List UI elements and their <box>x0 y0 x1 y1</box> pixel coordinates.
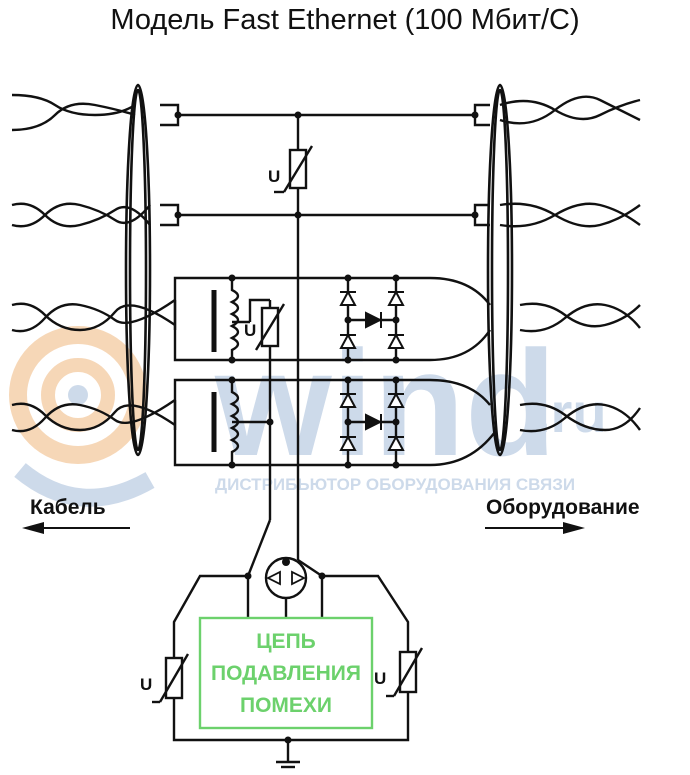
varistor-right-label: U <box>374 669 386 688</box>
junction-dots-lower <box>244 572 326 744</box>
diode-bridge-lower <box>339 391 405 451</box>
cable-shield-left <box>124 83 152 457</box>
filter-line-3: ПОМЕХИ <box>240 694 332 717</box>
junction-dots-pair3 <box>228 274 400 364</box>
pair-1-2-lines <box>160 103 490 227</box>
varistor-right <box>386 647 424 698</box>
cable-arrow-icon <box>22 522 130 534</box>
noise-suppression-block <box>198 616 374 730</box>
varistor-left <box>152 653 190 704</box>
gas-discharge-tube-icon <box>264 556 308 618</box>
varistor-pair2-label: U <box>244 321 256 340</box>
watermark: wind .ru ДИСТРИБЬЮТОР ОБОРУДОВАНИЯ СВЯЗИ <box>9 319 607 507</box>
watermark-tagline: ДИСТРИБЬЮТОР ОБОРУДОВАНИЯ СВЯЗИ <box>215 475 575 494</box>
varistor-left-label: U <box>140 675 152 694</box>
equipment-label: Оборудование <box>486 496 640 519</box>
varistor-top-label: U <box>268 167 280 186</box>
ground-icon <box>276 760 300 769</box>
pair-3-6-circuit <box>173 276 491 520</box>
junction-dots-pair4 <box>228 376 400 469</box>
watermark-logo-icon <box>9 326 155 507</box>
cable-shield-right <box>486 83 514 457</box>
filter-line-1: ЦЕПЬ <box>256 630 316 653</box>
equipment-arrow-icon <box>485 522 585 534</box>
diagram-title: Модель Fast Ethernet (100 Мбит/С) <box>110 4 580 36</box>
varistor-top <box>274 115 314 560</box>
cable-label: Кабель <box>30 496 106 519</box>
junction-dots-top <box>174 111 479 219</box>
diode-bridge-upper <box>339 289 405 349</box>
equipment-twisted-pairs <box>499 95 641 433</box>
filter-line-2: ПОДАВЛЕНИЯ <box>211 662 361 685</box>
